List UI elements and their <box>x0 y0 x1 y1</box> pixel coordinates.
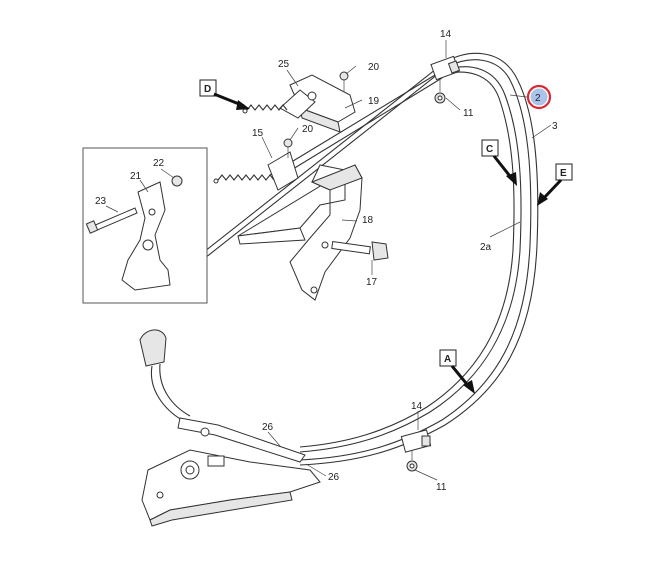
screw-20-upper <box>339 71 349 92</box>
leader-lines <box>105 40 552 481</box>
detail-inset <box>82 147 208 304</box>
ref-arrow-A: A <box>439 349 475 394</box>
callout-15: 15 <box>252 128 264 139</box>
callout-14-bottom: 14 <box>411 401 423 412</box>
screw-20-lower <box>283 138 293 158</box>
ref-label-A: A <box>444 354 451 365</box>
callout-2a: 2a <box>480 242 492 253</box>
middle-bracket <box>213 151 299 191</box>
callout-26-a: 26 <box>262 422 274 433</box>
bolt-17 <box>331 240 389 261</box>
support-bracket-18 <box>237 164 363 301</box>
cable-assembly <box>199 52 539 466</box>
callout-26-b: 26 <box>328 472 340 483</box>
callout-14-top: 14 <box>440 29 452 40</box>
ref-arrow-D: D <box>199 79 250 110</box>
highlight-callout-2[interactable]: 2 <box>526 84 552 110</box>
nut-11-top <box>434 80 446 104</box>
callout-11-bottom: 11 <box>436 482 447 493</box>
nut-11-bottom <box>406 450 418 472</box>
callout-19: 19 <box>368 96 380 107</box>
callout-25: 25 <box>278 59 290 70</box>
ref-arrow-E: E <box>537 163 573 206</box>
callout-18: 18 <box>362 215 374 226</box>
ref-label-D: D <box>204 84 211 95</box>
callout-20-b: 20 <box>302 124 314 135</box>
callout-21: 21 <box>130 171 142 182</box>
callout-11-top: 11 <box>463 108 474 119</box>
callout-labels: 14 11 3 25 20 19 15 20 22 21 23 18 17 2a… <box>95 29 558 493</box>
gear-lever-assembly <box>139 329 321 527</box>
upper-bracket <box>242 74 356 133</box>
callout-17: 17 <box>366 277 378 288</box>
callout-22: 22 <box>153 158 165 169</box>
callout-23: 23 <box>95 196 107 207</box>
clip-14-bottom <box>400 429 432 453</box>
ref-label-C: C <box>486 144 493 155</box>
ref-arrow-C: C <box>481 139 517 186</box>
clip-14-top <box>430 55 461 81</box>
ref-label-E: E <box>560 168 567 179</box>
callout-20-a: 20 <box>368 62 380 73</box>
callout-2: 2 <box>535 93 541 104</box>
callout-3: 3 <box>552 121 558 132</box>
